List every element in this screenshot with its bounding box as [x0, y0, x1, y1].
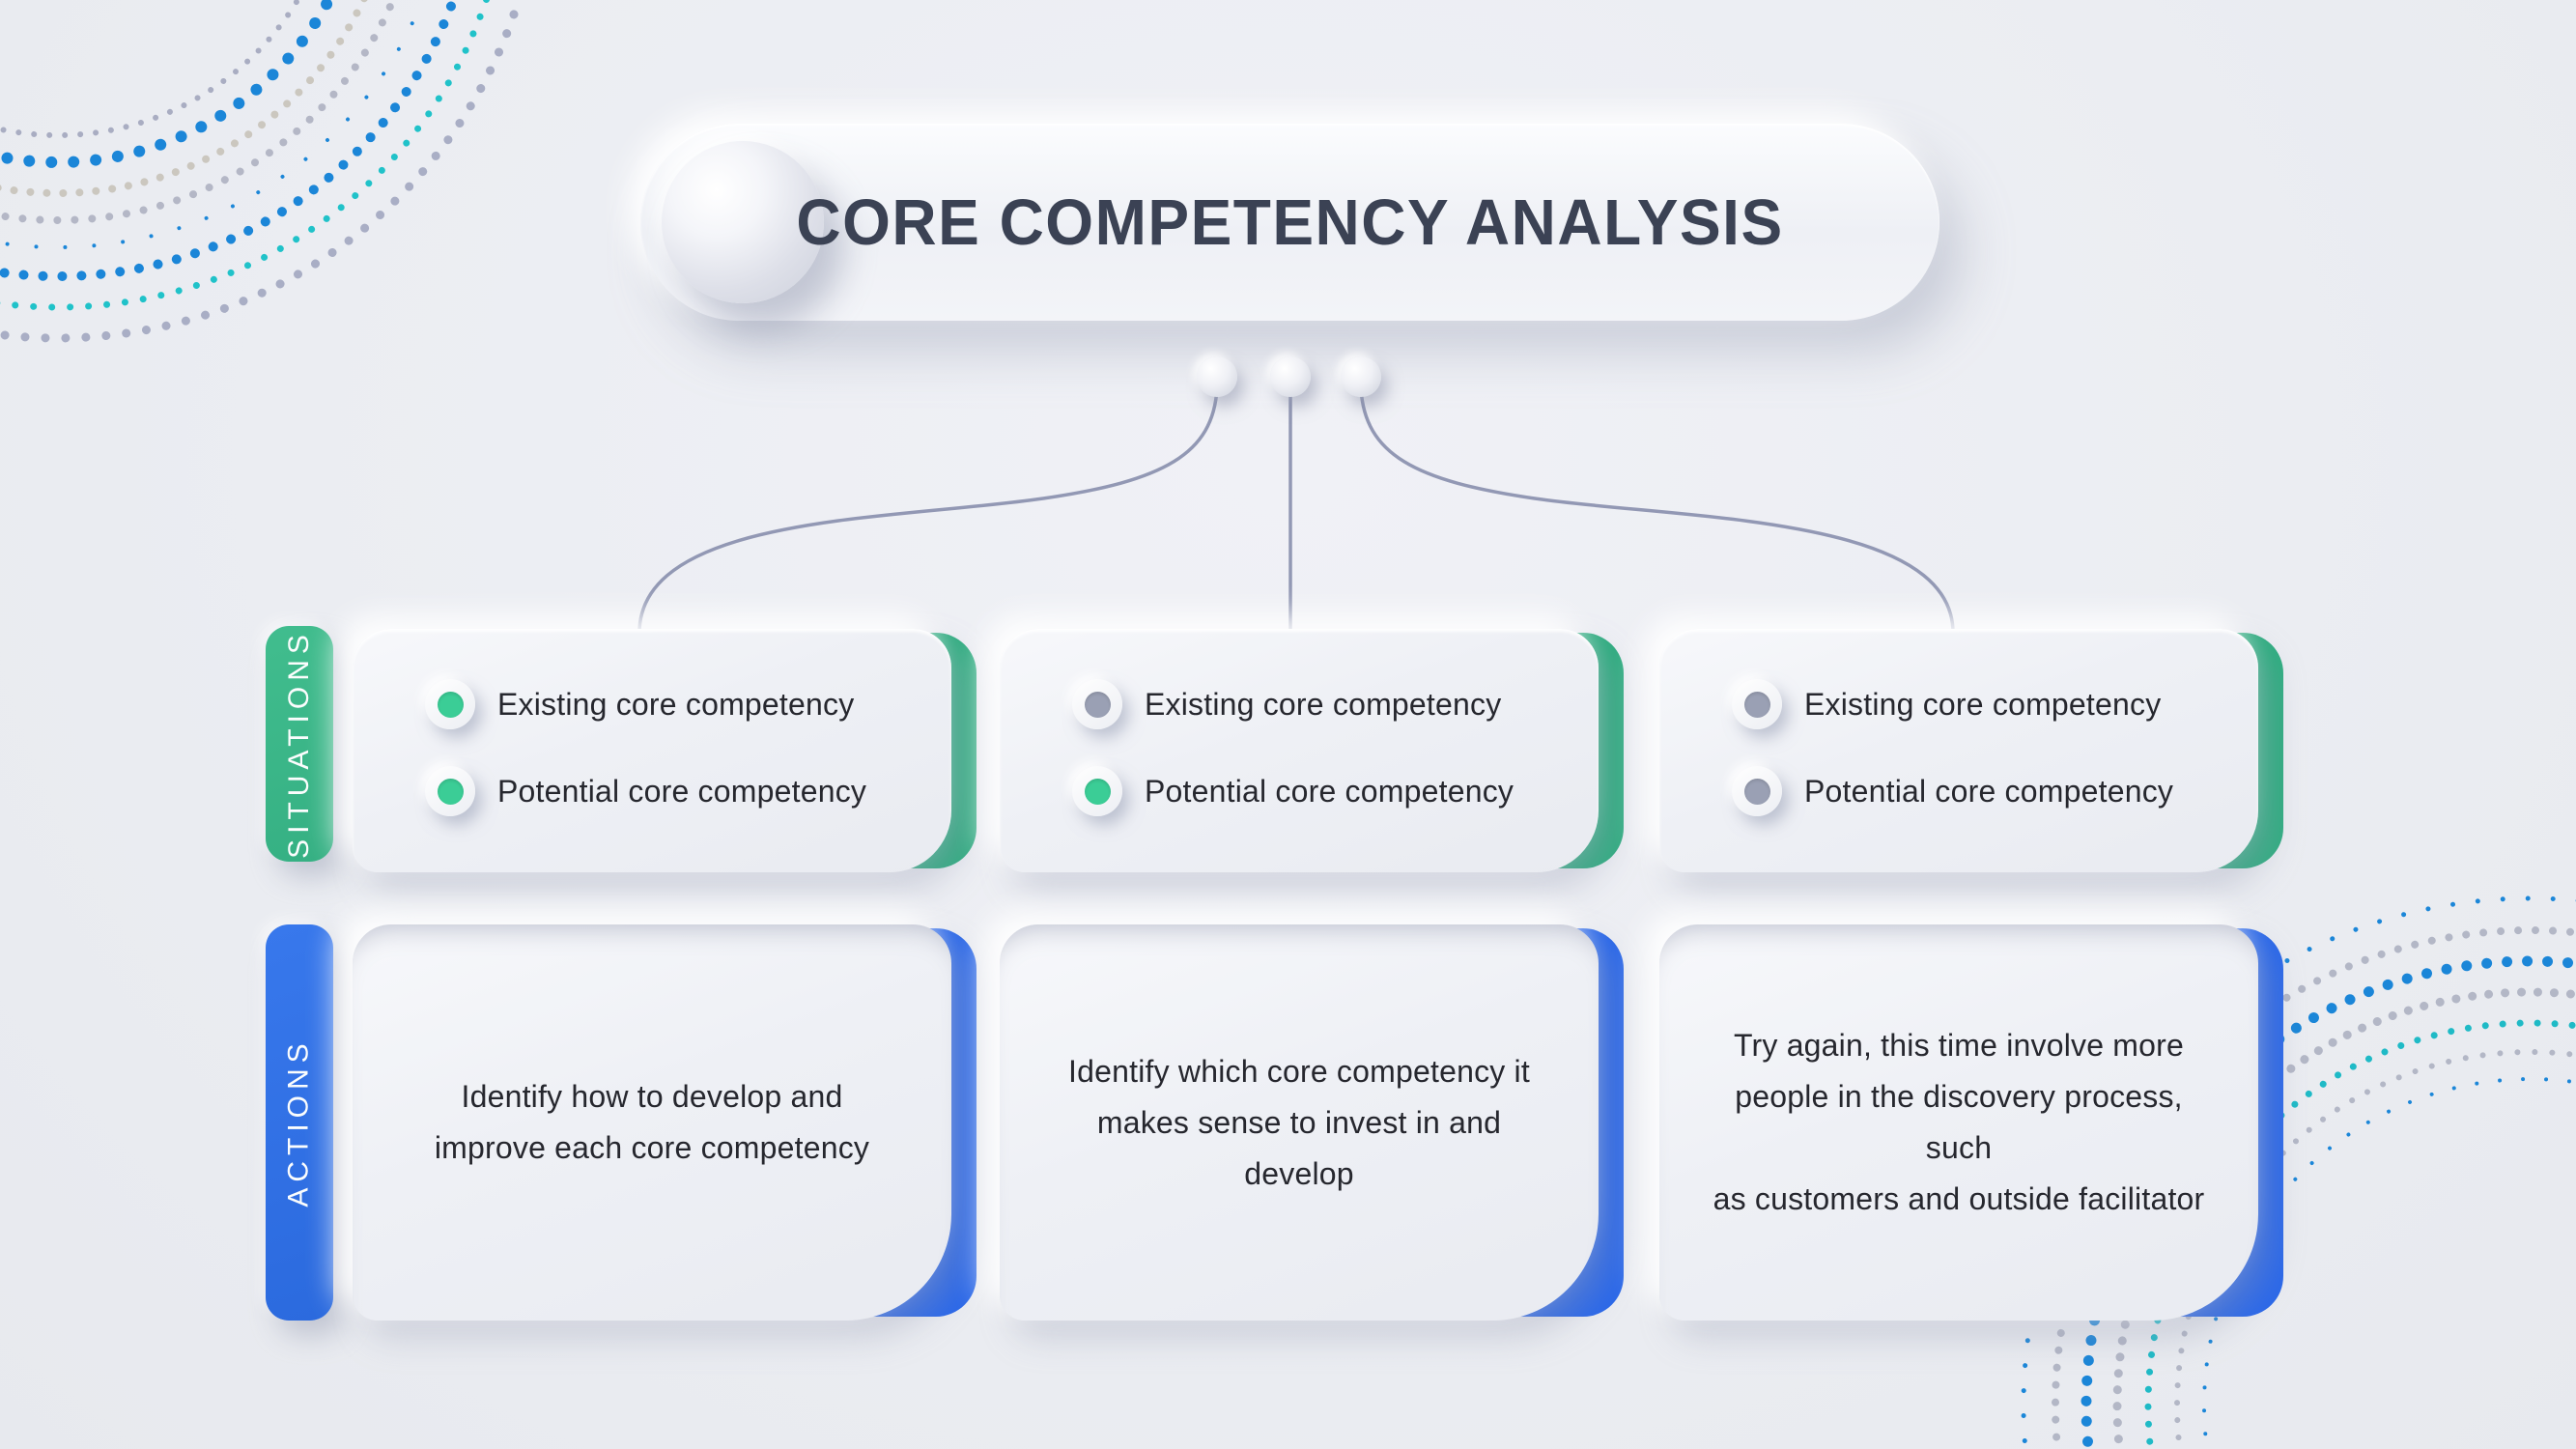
- situation-card-1: Existing core competency Potential core …: [353, 629, 977, 872]
- connector-node-right: [1341, 356, 1381, 397]
- title-banner: CORE COMPETENCY ANALYSIS: [640, 124, 1939, 321]
- situation-item: Existing core competency: [1732, 679, 2161, 729]
- card-surface: Existing core competency Potential core …: [353, 629, 951, 872]
- status-dot: [437, 778, 464, 805]
- status-dot-well: [1072, 679, 1122, 729]
- situation-item: Existing core competency: [1072, 679, 1501, 729]
- situation-item-label: Potential core competency: [497, 773, 867, 809]
- card-surface: Try again, this time involve more people…: [1659, 924, 2258, 1321]
- card-surface: Existing core competency Potential core …: [1000, 629, 1599, 872]
- status-dot: [1084, 691, 1111, 718]
- status-dot-well: [1732, 766, 1782, 816]
- action-card-2: Identify which core competency it makes …: [1000, 924, 1624, 1321]
- situation-item-label: Existing core competency: [1145, 686, 1502, 722]
- connector-left: [637, 387, 1219, 634]
- status-dot-well: [1732, 679, 1782, 729]
- action-text: Try again, this time involve more people…: [1713, 1028, 2205, 1216]
- sphere-ornament: [662, 141, 824, 303]
- dotted-arc-decoration-top-left: [0, 0, 524, 343]
- row-label-situations: SITUATIONS: [266, 626, 333, 862]
- situation-item: Potential core competency: [1732, 766, 2173, 816]
- action-text: Identify how to develop and improve each…: [434, 1079, 870, 1165]
- situation-item-label: Existing core competency: [1804, 686, 2162, 722]
- situation-item: Existing core competency: [425, 679, 854, 729]
- connector-node-middle: [1270, 356, 1311, 397]
- action-card-3: Try again, this time involve more people…: [1659, 924, 2283, 1321]
- status-dot: [1084, 778, 1111, 805]
- row-label-situations-text: SITUATIONS: [283, 629, 316, 859]
- situation-item-label: Potential core competency: [1145, 773, 1514, 809]
- status-dot: [437, 691, 464, 718]
- status-dot: [1743, 691, 1770, 718]
- card-surface: Existing core competency Potential core …: [1659, 629, 2258, 872]
- situation-card-2: Existing core competency Potential core …: [1000, 629, 1624, 872]
- status-dot: [1743, 778, 1770, 805]
- situation-card-3: Existing core competency Potential core …: [1659, 629, 2283, 872]
- row-label-actions-text: ACTIONS: [283, 1037, 316, 1208]
- row-label-actions: ACTIONS: [266, 924, 333, 1321]
- status-dot-well: [425, 766, 475, 816]
- page-title: CORE COMPETENCY ANALYSIS: [796, 185, 1784, 259]
- connector-lines: [637, 387, 1955, 634]
- connector-node-left: [1197, 356, 1237, 397]
- card-surface: Identify how to develop and improve each…: [353, 924, 951, 1321]
- action-card-1: Identify how to develop and improve each…: [353, 924, 977, 1321]
- connector-right: [1359, 387, 1955, 634]
- situation-item: Potential core competency: [1072, 766, 1514, 816]
- situation-item-label: Potential core competency: [1804, 773, 2174, 809]
- action-text: Identify which core competency it makes …: [1068, 1053, 1530, 1191]
- situation-item-label: Existing core competency: [497, 686, 855, 722]
- status-dot-well: [425, 679, 475, 729]
- situation-item: Potential core competency: [425, 766, 866, 816]
- dotted-arc-decoration-right: [2021, 895, 2576, 1449]
- status-dot-well: [1072, 766, 1122, 816]
- card-surface: Identify which core competency it makes …: [1000, 924, 1599, 1321]
